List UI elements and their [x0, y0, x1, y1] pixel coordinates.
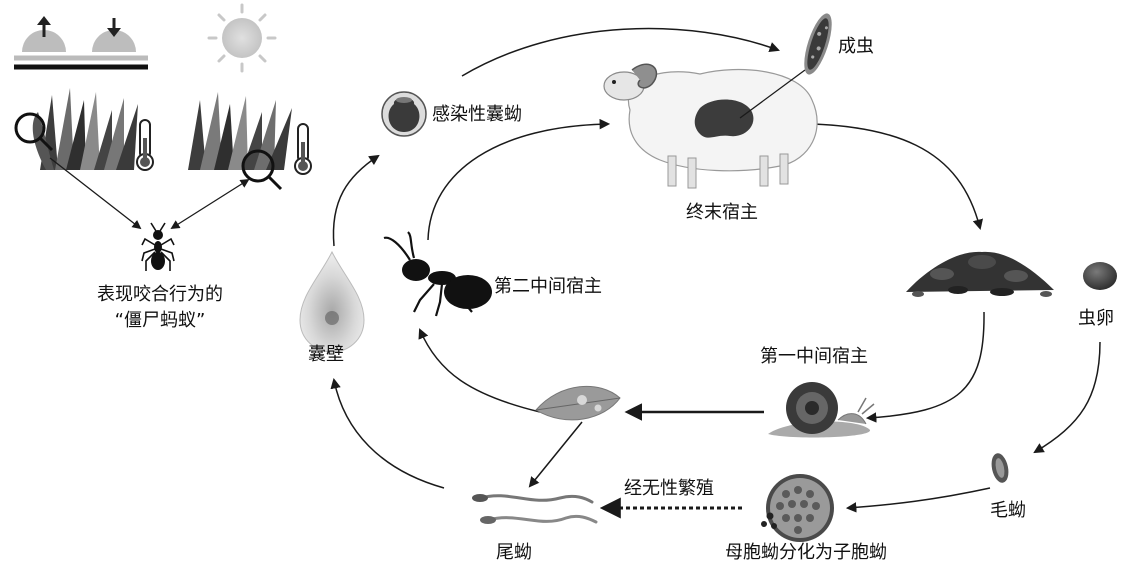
dung-pile-icon: [906, 251, 1054, 297]
snail-icon: [768, 382, 875, 438]
arrow-ant-to-grass: [170, 179, 250, 229]
label-sporocyst-note: 母胞蚴分化为子胞蚴: [725, 542, 887, 563]
label-cercaria: 尾蚴: [496, 542, 532, 563]
arrow-egg-to-miracidium: [1033, 341, 1101, 454]
thermometer-icon: [294, 123, 312, 175]
metacercaria-icon: [381, 91, 427, 137]
arrow-leaf-to-cercaria: [528, 421, 583, 488]
fluke-icon: [804, 13, 832, 75]
arrow-dung-to-snail: [865, 311, 985, 423]
label-infective-metacercaria: 感染性囊蚴: [432, 104, 522, 125]
magnifier-icon: [14, 112, 54, 152]
arrow-miracidium-to-sporocyst: [845, 487, 991, 513]
label-definitive-host: 终末宿主: [686, 202, 758, 223]
arrow-ant-to-host: [427, 118, 611, 241]
miracidium-icon: [991, 453, 1009, 483]
sunrise-up-icon: [22, 16, 66, 52]
sporocyst-icon: [761, 474, 834, 542]
label-adult: 成虫: [838, 36, 874, 57]
magnifier-icon: [241, 149, 283, 191]
pointer-liver-to-adult: [739, 69, 806, 119]
arrow-metacercaria-to-adult: [461, 27, 780, 77]
label-egg: 虫卵: [1078, 308, 1114, 329]
label-miracidium: 毛蚴: [990, 500, 1026, 521]
arrow-grass-to-ant: [49, 157, 142, 230]
sunset-down-icon: [92, 18, 136, 52]
thermometer-icon: [136, 119, 154, 171]
egg-icon: [1083, 262, 1117, 290]
arrow-cercaria-to-cyst: [330, 377, 445, 489]
label-zombie-line2: “僵尸蚂蚁”: [114, 310, 206, 331]
arrow-leaf-to-ant: [418, 328, 541, 413]
cyst-drop-icon: [299, 250, 365, 353]
sun-icon: [207, 3, 277, 73]
label-second-intermediate-host: 第二中间宿主: [494, 276, 602, 297]
label-first-intermediate-host: 第一中间宿主: [760, 346, 868, 367]
label-zombie-line1: 表现咬合行为的: [97, 284, 223, 305]
leaf-icon: [535, 385, 621, 421]
liver-icon: [694, 99, 754, 138]
ant-icon: [383, 231, 492, 317]
label-cyst-wall: 囊壁: [308, 344, 344, 365]
grass-icon: [188, 92, 292, 170]
label-asexual-reproduction: 经无性繁殖: [624, 478, 714, 499]
cercaria-icon: [472, 494, 598, 524]
arrow-cyst-to-metacercaria: [332, 154, 380, 247]
grass-icon: [32, 88, 138, 170]
ant-icon: [141, 222, 175, 271]
